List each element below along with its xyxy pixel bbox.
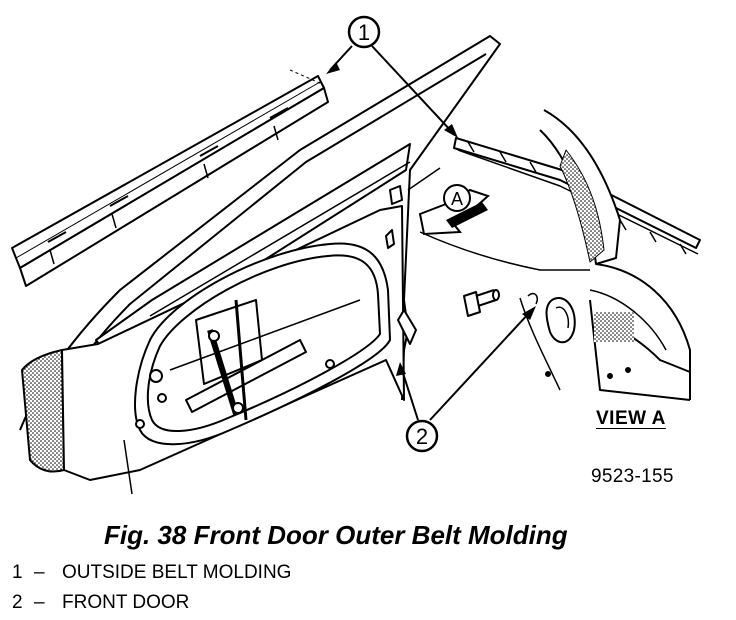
- legend-text: FRONT DOOR: [62, 592, 190, 613]
- front-door: [19, 35, 501, 495]
- view-a-arrow: A: [418, 184, 490, 236]
- figure-number: 9523-155: [591, 466, 674, 487]
- legend-number: 1: [12, 562, 23, 583]
- figure-caption: Fig. 38 Front Door Outer Belt Molding: [104, 520, 568, 550]
- callout-2: 2: [396, 306, 536, 453]
- view-a-marker-letter: A: [451, 189, 463, 209]
- legend-number: 2: [12, 592, 23, 613]
- door-illustration: A 1 2: [11, 15, 701, 495]
- push-in-fastener: [463, 289, 500, 317]
- legend-text: OUTSIDE BELT MOLDING: [62, 562, 292, 583]
- legend: 1–OUTSIDE BELT MOLDING 2–FRONT DOOR: [12, 558, 291, 618]
- legend-separator: –: [34, 592, 45, 613]
- callout-1-number: 1: [358, 20, 370, 45]
- view-a-detail: [407, 109, 701, 401]
- legend-item: 2–FRONT DOOR: [12, 588, 291, 618]
- view-a-label: VIEW A: [596, 408, 666, 429]
- legend-item: 1–OUTSIDE BELT MOLDING: [12, 558, 291, 588]
- legend-separator: –: [34, 562, 45, 583]
- view-a-marker: [443, 184, 471, 212]
- belt-molding-removed: [11, 69, 329, 287]
- callout-1: 1: [326, 15, 458, 138]
- callout-2-number: 2: [416, 424, 428, 449]
